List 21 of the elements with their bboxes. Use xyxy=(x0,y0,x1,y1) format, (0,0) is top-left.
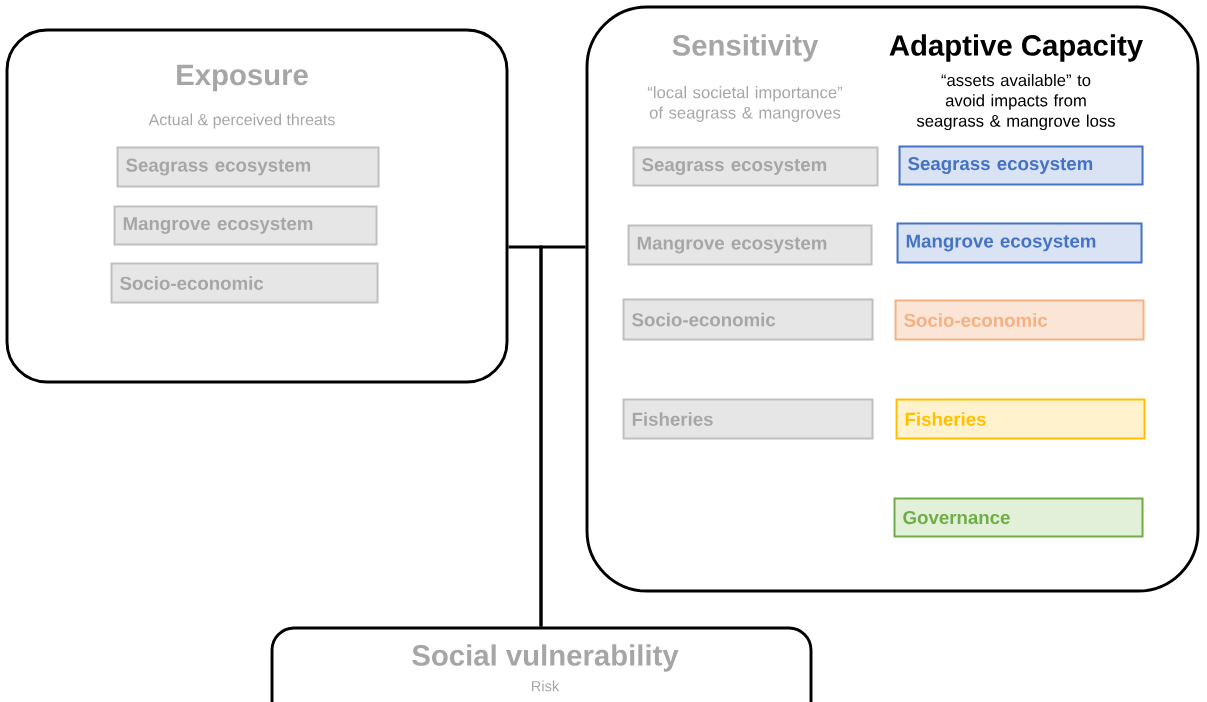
subheading: Risk xyxy=(531,680,560,692)
category-box: Fisheries xyxy=(895,398,1146,440)
heading: Sensitivity xyxy=(672,34,819,62)
heading: Social vulnerability xyxy=(412,644,679,672)
category-box: Socio-economic xyxy=(110,262,379,304)
category-box: Mangrove ecosystem xyxy=(113,205,378,246)
category-box: Seagrass ecosystem xyxy=(898,145,1144,186)
category-box: Seagrass ecosystem xyxy=(632,146,879,187)
category-box: Mangrove ecosystem xyxy=(627,224,873,266)
heading: Exposure xyxy=(177,64,308,92)
subheading: “local societal importance” of seagrass & mangroves xyxy=(647,86,843,122)
category-box: Mangrove ecosystem xyxy=(896,222,1143,264)
category-box: Fisheries xyxy=(622,398,874,440)
category-box: Socio-economic xyxy=(894,299,1145,341)
category-box: Governance xyxy=(893,497,1144,538)
subheading: “assets available” to avoid impacts from seagrass & mangrove loss xyxy=(916,73,1115,131)
connector-line xyxy=(539,245,586,627)
category-box: Socio-economic xyxy=(622,298,874,341)
category-box: Seagrass ecosystem xyxy=(116,146,380,188)
heading: Adaptive Capacity xyxy=(889,34,1143,62)
subheading: Actual & perceived threats xyxy=(148,113,335,129)
